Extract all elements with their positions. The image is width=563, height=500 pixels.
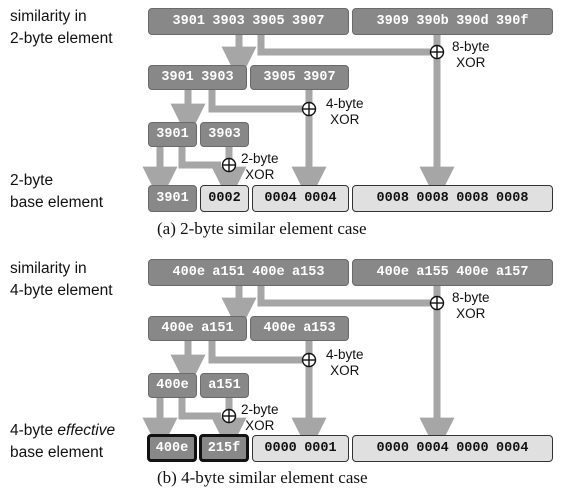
panel-b-base-label: 4-byte effective base element bbox=[10, 422, 116, 461]
xor4-operator-icon bbox=[301, 101, 317, 117]
panel-b-row-label: similarity in 4-byte element bbox=[10, 260, 113, 299]
panel-a-caption: (a) 2-byte similar element case bbox=[157, 219, 367, 238]
panel-a-base-first: 3901 bbox=[148, 185, 197, 212]
arrow-top-to-xor8 bbox=[257, 286, 430, 307]
panel-b-level3-right-block: a151 bbox=[200, 373, 249, 398]
panel-b-level3-left-block: 400e bbox=[148, 373, 197, 398]
panel-a-base-label: 2-byte base element bbox=[10, 172, 104, 211]
xor2-operator-icon bbox=[221, 408, 237, 424]
panel-a-base-second: 0002 bbox=[200, 185, 249, 212]
panel-a-arrows bbox=[142, 35, 455, 202]
panel-b-caption: (b) 4-byte similar element case bbox=[157, 468, 368, 487]
arrow-level3-to-xor2 bbox=[178, 147, 221, 169]
xor8-operator-icon bbox=[429, 295, 445, 311]
xor2-operator-icon bbox=[221, 157, 237, 173]
arrow-level2-to-xor4 bbox=[208, 90, 302, 113]
xor8-operator-icon bbox=[429, 44, 445, 60]
panel-b-base-first: 400e bbox=[147, 434, 197, 462]
panel-a-level3-left-block: 3901 bbox=[148, 122, 197, 147]
panel-a-row-label: similarity in 2-byte element bbox=[10, 8, 113, 47]
panel-a-level3-right-block: 3903 bbox=[200, 122, 249, 147]
arrow-top-to-xor8 bbox=[257, 35, 430, 56]
arrow-level2-to-xor4 bbox=[208, 341, 302, 364]
arrow-level3-to-xor2 bbox=[178, 398, 221, 420]
xor4-operator-icon bbox=[301, 352, 317, 368]
panel-b-arrows bbox=[142, 286, 455, 453]
panel-b-base-second: 215f bbox=[199, 434, 249, 462]
